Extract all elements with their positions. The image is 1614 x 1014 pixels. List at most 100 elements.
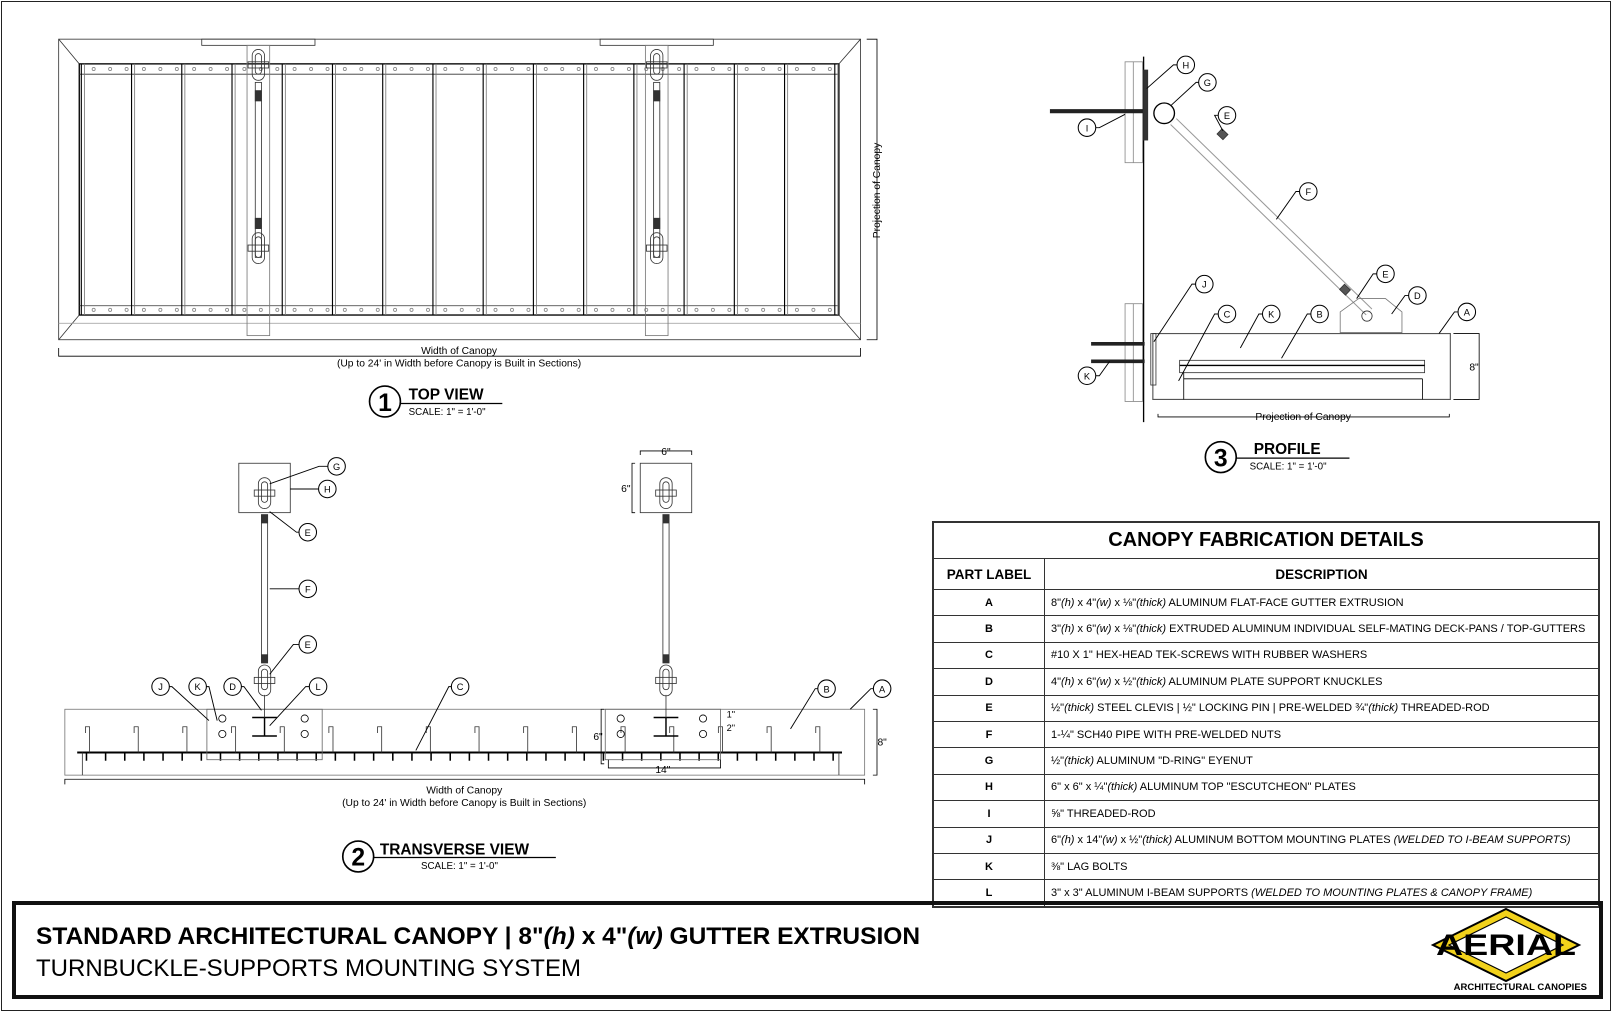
- screw: [560, 307, 565, 312]
- text-segment: ALUMINUM PLATE SUPPORT KNUCKLES: [1166, 675, 1383, 688]
- projection-dimension: [1157, 413, 1450, 418]
- screw: [626, 307, 631, 312]
- clevis-inner: [261, 481, 269, 503]
- callout-label-d: D: [229, 682, 236, 692]
- part-description: ⅜" LAG BOLTS: [1045, 854, 1598, 879]
- screw: [225, 67, 230, 71]
- text-segment: (w): [1096, 675, 1112, 688]
- part-label: C: [934, 642, 1045, 669]
- projection-dimension: [866, 38, 878, 341]
- screw: [543, 67, 548, 71]
- logo-subtext: ARCHITECTURAL CANOPIES: [1453, 982, 1587, 993]
- dim-canopy-height: 8": [877, 737, 887, 748]
- text-segment: x 6": [1074, 675, 1097, 688]
- screw: [794, 67, 799, 71]
- profile-scale: SCALE: 1" = 1'-0": [1250, 461, 1327, 472]
- transverse-width-label: Width of Canopy: [426, 786, 503, 797]
- support-arm: [246, 44, 271, 337]
- clevis-pin: [247, 61, 270, 69]
- screw: [292, 67, 297, 71]
- text-segment: 1-¼" SCH40 PIPE WITH PRE-WELDED NUTS: [1051, 728, 1282, 741]
- callout-circle: [1217, 304, 1237, 324]
- fabrication-details-table: CANOPY FABRICATION DETAILS PART LABEL DE…: [932, 521, 1600, 908]
- top-view-number: 1: [378, 390, 392, 417]
- callout-circle: [1310, 304, 1329, 324]
- screw: [342, 67, 347, 71]
- callout-label-b: B: [823, 684, 829, 694]
- header-part-label: PART LABEL: [934, 559, 1045, 589]
- callout-circle: [318, 479, 337, 499]
- callout-circle: [308, 677, 328, 696]
- screw: [727, 67, 732, 71]
- threaded-rod: [653, 90, 661, 102]
- screw: [108, 307, 113, 312]
- threaded-rod: [261, 514, 269, 524]
- screw: [677, 307, 682, 312]
- screw: [91, 67, 96, 71]
- screw: [393, 67, 398, 71]
- clevis-inner: [653, 53, 661, 75]
- dim-plate-width: 6": [661, 447, 671, 458]
- screw: [192, 307, 197, 312]
- dim-offset-2: 2": [727, 723, 735, 733]
- drawing-title: STANDARD ARCHITECTURAL CANOPY | 8"(h) x …: [36, 923, 920, 951]
- callout-circle: [1217, 106, 1237, 125]
- dim-offset-1: 1": [727, 709, 735, 719]
- transverse-width-note: (Up to 24' in Width before Canopy is Bui…: [342, 798, 586, 809]
- dim-plate-height: 6": [621, 484, 631, 495]
- turnbuckle-pipe: [1170, 118, 1372, 315]
- part-label: B: [934, 616, 1045, 642]
- screw: [426, 67, 430, 71]
- clevis-inner: [254, 236, 262, 258]
- part-label: E: [934, 695, 1045, 721]
- plate-width-dimension: [639, 450, 693, 456]
- deck-pan-hook: [133, 726, 139, 753]
- text-segment: 3": [1051, 623, 1062, 636]
- i-beam-support: [252, 716, 277, 737]
- lag-bolt: [699, 729, 708, 738]
- screw: [258, 67, 263, 71]
- deck-pan-hook: [182, 726, 188, 753]
- callout-label-j: J: [158, 682, 163, 692]
- text-segment: x ½": [1117, 834, 1143, 847]
- deck-pan-hook: [571, 726, 577, 753]
- screw: [526, 67, 531, 71]
- screw: [375, 307, 380, 312]
- screw: [426, 307, 430, 312]
- part-label: L: [934, 880, 1045, 906]
- height-dimension: [1453, 333, 1480, 400]
- screw: [225, 307, 230, 312]
- view-number-circle: [368, 385, 402, 418]
- screw: [476, 307, 481, 312]
- callout-label-i: I: [1086, 123, 1089, 133]
- part-label: I: [934, 801, 1045, 827]
- part-label: J: [934, 827, 1045, 853]
- part-description: 6" x 6" x ¼"(thick) ALUMINUM TOP "ESCUTC…: [1045, 775, 1598, 800]
- text-segment: ALUMINUM FLAT-FACE GUTTER EXTRUSION: [1166, 596, 1404, 609]
- lag-bolt: [300, 714, 309, 723]
- callout-label-f: F: [1305, 187, 1311, 197]
- screw: [242, 67, 247, 71]
- top-view-width-label: Width of Canopy: [421, 346, 498, 357]
- lag-bolt: [218, 729, 227, 738]
- mount-width-dimension: [607, 759, 721, 769]
- callout-label-e: E: [305, 640, 311, 650]
- text-segment: ALUMINUM TOP "ESCUTCHEON" PLATES: [1137, 781, 1356, 794]
- clevis: [650, 49, 664, 81]
- clevis-inner: [254, 53, 262, 75]
- callout-label-e: E: [305, 528, 311, 538]
- screw: [493, 67, 498, 71]
- text-segment: 4": [1051, 675, 1062, 688]
- width-dimension: [58, 347, 861, 357]
- text-segment: 8": [1051, 596, 1062, 609]
- bottom-mounting-plate: [604, 708, 721, 761]
- deck-pan: [1179, 359, 1426, 374]
- screw: [309, 307, 314, 312]
- threaded-rod: [254, 217, 262, 229]
- support-arm: [644, 44, 669, 337]
